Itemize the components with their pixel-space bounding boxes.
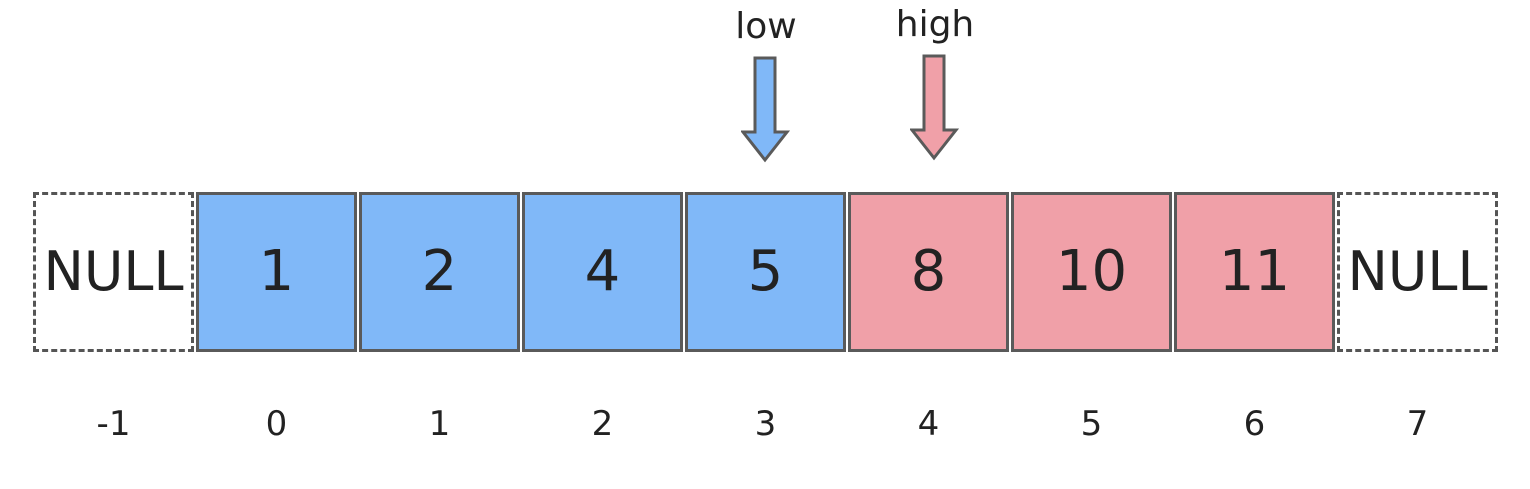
array-cells: NULL 1 2 4 5 8 10 11 NULL [33,192,1500,352]
array-cell: 11 [1174,192,1335,352]
cell-value: 1 [258,239,295,304]
cell-value: 5 [747,239,784,304]
array-cell: NULL [1337,192,1498,352]
cell-value: 11 [1218,239,1291,304]
index-label: 4 [917,404,940,444]
index-label: 1 [428,404,451,444]
cell-value: 2 [421,239,458,304]
cell-value: 10 [1055,239,1128,304]
index-label: 7 [1406,404,1429,444]
index-label: -1 [96,404,131,444]
down-arrow-icon [741,56,791,163]
array-cell: 10 [1011,192,1172,352]
cell-value: 4 [584,239,621,304]
array-cell: 8 [848,192,1009,352]
index-label: 6 [1243,404,1266,444]
array-cell: 5 [685,192,846,352]
high-pointer: high [885,4,985,162]
array-cell: NULL [33,192,194,352]
down-arrow-icon [910,54,960,161]
array-cell: 1 [196,192,357,352]
cell-value: 8 [910,239,947,304]
high-label: high [895,4,975,45]
array-cell: 4 [522,192,683,352]
low-label: low [735,6,797,47]
cell-value: NULL [43,240,184,303]
index-label: 3 [754,404,777,444]
index-labels: -1 0 1 2 3 4 5 6 7 [33,404,1500,444]
array-cell: 2 [359,192,520,352]
index-label: 2 [591,404,614,444]
low-pointer: low [716,6,816,164]
cell-value: NULL [1347,240,1488,303]
index-label: 5 [1080,404,1103,444]
index-label: 0 [265,404,288,444]
